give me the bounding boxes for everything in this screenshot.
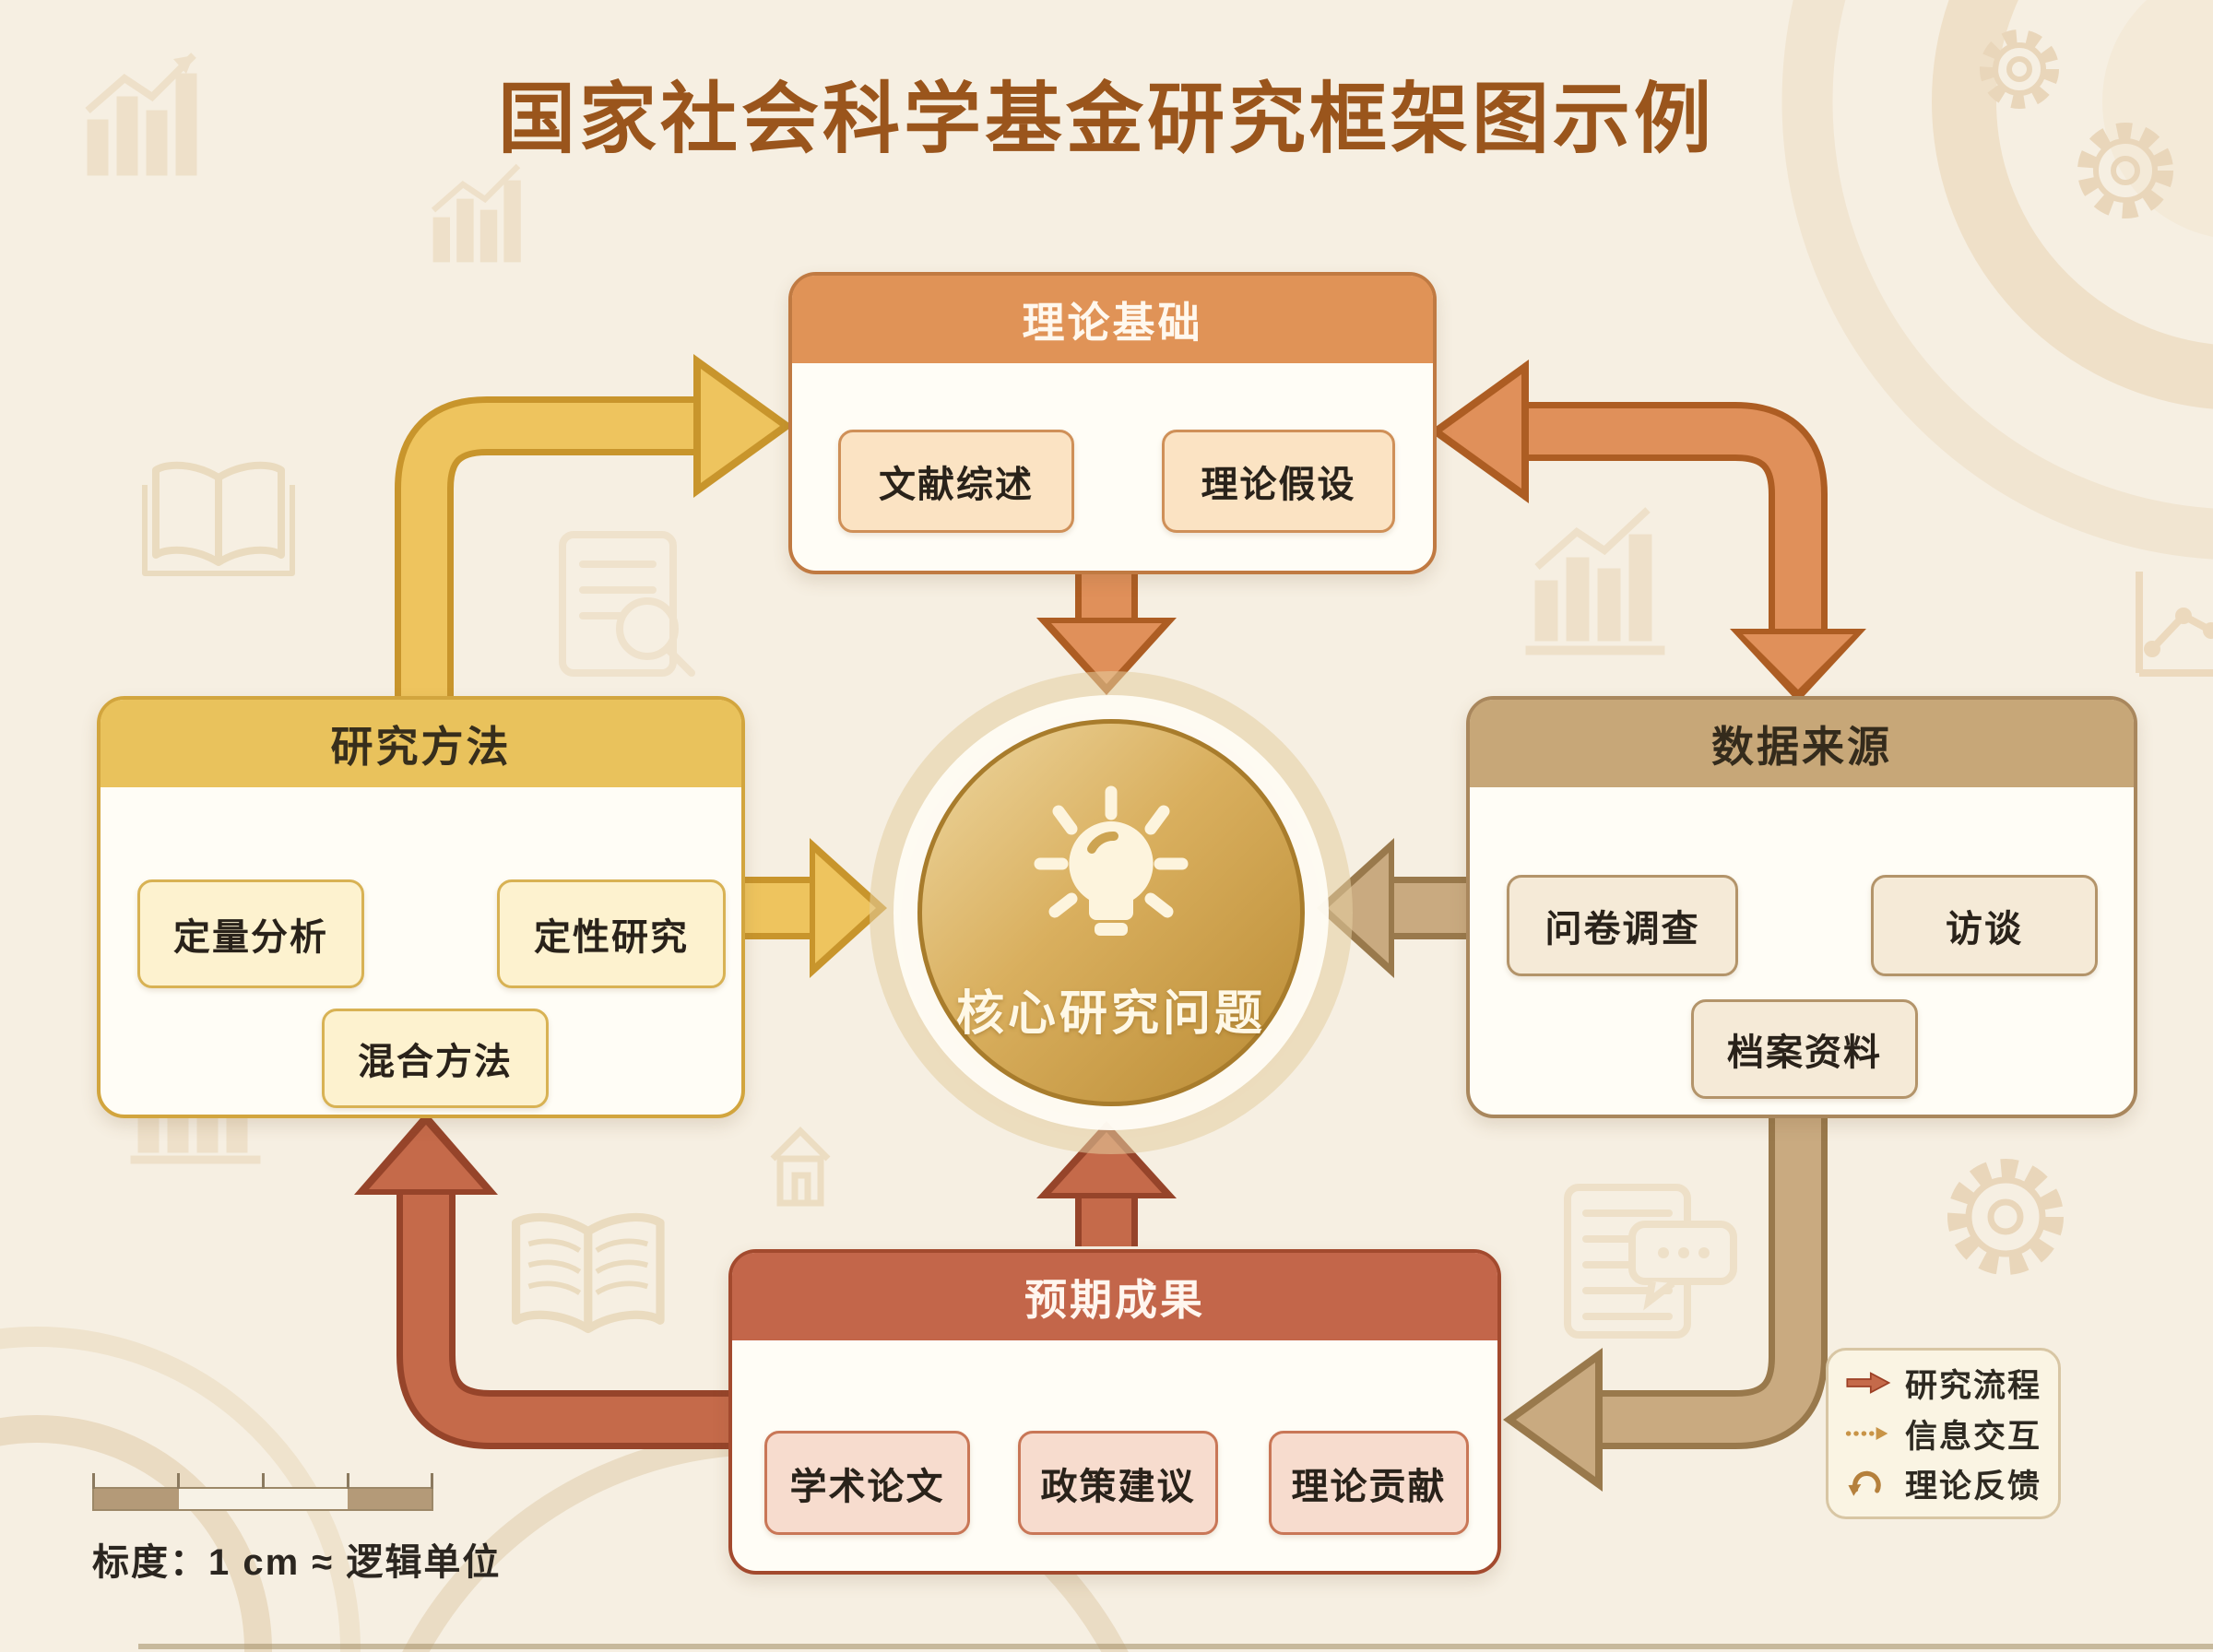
node-academic-papers: 学术论文 — [764, 1431, 970, 1535]
document-chat-icon — [1564, 1184, 1737, 1339]
panel-theory-title: 理论基础 — [792, 276, 1433, 363]
node-theoretical-contributions: 理论贡献 — [1269, 1431, 1469, 1535]
legend: 研究流程 信息交互 理论反馈 — [1826, 1348, 2061, 1519]
panel-outcomes: 预期成果 学术论文 政策建议 理论贡献 — [728, 1249, 1501, 1575]
scale-tick — [431, 1473, 433, 1489]
arrow-theory-data-elbow — [1429, 360, 1866, 702]
node-theoretical-hypothesis: 理论假设 — [1162, 430, 1395, 533]
legend-label-info: 信息交互 — [1904, 1418, 2041, 1455]
scale-segment — [263, 1489, 348, 1509]
node-archival-data: 档案资料 — [1691, 999, 1918, 1099]
scale-bar — [92, 1473, 433, 1511]
solid-arrow-icon — [1846, 1372, 1891, 1395]
legend-row-flow: 研究流程 — [1845, 1360, 2041, 1407]
page-title: 国家社会科学基金研究框架图示例 — [497, 76, 1715, 162]
scale-segment — [347, 1489, 432, 1509]
core-label: 核心研究问题 — [955, 986, 1266, 1041]
arrow-data-to-outcomes — [1503, 1106, 1828, 1492]
arrow-methods-to-core — [736, 838, 887, 978]
scale-segment — [179, 1489, 264, 1509]
arrow-outcomes-to-core — [1036, 1121, 1177, 1246]
arrow-theory-to-core — [1036, 568, 1177, 695]
dotted-arrow-icon — [1845, 1427, 1888, 1440]
node-mixed-methods: 混合方法 — [322, 1009, 549, 1108]
arrow-outcomes-to-methods — [354, 1112, 733, 1449]
legend-label-feedback: 理论反馈 — [1904, 1469, 2041, 1505]
node-policy-recommendations: 政策建议 — [1018, 1431, 1218, 1535]
arrow-data-to-core — [1317, 838, 1468, 978]
trend-chart-icon — [2136, 572, 2213, 677]
panel-methods: 研究方法 定量分析 定性研究 混合方法 — [97, 696, 745, 1118]
scale-tick — [177, 1473, 180, 1489]
node-qualitative-research: 定性研究 — [497, 879, 726, 988]
house-icon — [770, 1127, 831, 1207]
panel-data: 数据来源 问卷调查 访谈 档案资料 — [1466, 696, 2137, 1118]
node-quantitative-analysis: 定量分析 — [137, 879, 364, 988]
legend-row-info: 信息交互 — [1845, 1410, 2041, 1457]
panel-methods-title: 研究方法 — [101, 700, 741, 787]
scale-label: 标度：1 cm ≈ 逻辑单位 — [92, 1542, 502, 1583]
panel-data-title: 数据来源 — [1470, 700, 2134, 787]
document-search-icon — [559, 531, 695, 677]
lightbulb-icon — [1034, 785, 1189, 936]
scale-tick — [347, 1473, 349, 1489]
scale-tick — [92, 1473, 95, 1489]
panel-outcomes-title: 预期成果 — [732, 1253, 1497, 1340]
legend-row-feedback: 理论反馈 — [1845, 1460, 2041, 1507]
scale-tick — [262, 1473, 265, 1489]
curved-arrow-icon — [1848, 1470, 1881, 1496]
core-research-question-circle: 核心研究问题 — [917, 719, 1305, 1106]
node-interview: 访谈 — [1871, 875, 2098, 976]
node-literature-review: 文献综述 — [838, 430, 1074, 533]
legend-label-flow: 研究流程 — [1904, 1367, 2041, 1404]
scale-segment — [94, 1489, 179, 1509]
node-survey: 问卷调查 — [1507, 875, 1738, 976]
arrow-methods-to-theory — [395, 354, 793, 701]
panel-theory: 理论基础 文献综述 理论假设 — [788, 272, 1437, 574]
